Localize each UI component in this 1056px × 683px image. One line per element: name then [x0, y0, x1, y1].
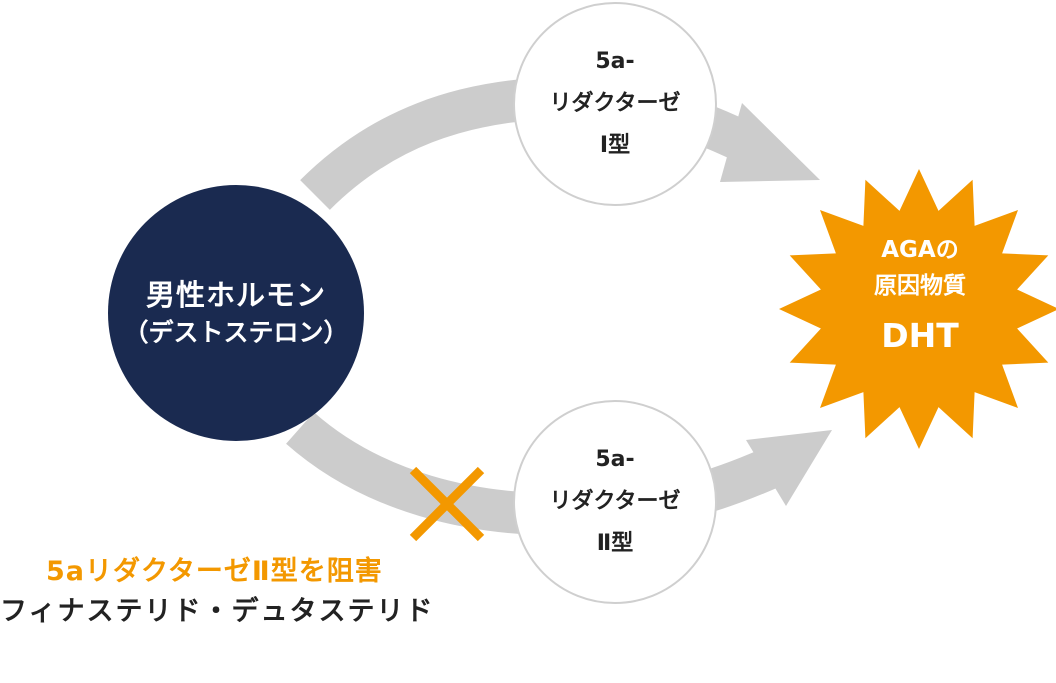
blocker-headline: 5aリダクターゼⅡ型を阻害	[46, 556, 383, 587]
enzyme-type2-name: リダクターゼ	[549, 489, 681, 514]
blocker-caption: 5aリダクターゼⅡ型を阻害 フィナステリド・デュタステリド	[0, 552, 520, 632]
male-hormone-label: 男性ホルモン	[145, 278, 326, 312]
enzyme-type1-prefix: 5a-	[595, 49, 635, 74]
enzyme-type2-type: Ⅱ型	[596, 531, 634, 556]
blocker-drugs: フィナステリド・デュタステリド	[0, 596, 435, 627]
dht-label-group: AGAの 原因物質 DHT	[800, 232, 1040, 364]
dht-burst-shape	[779, 169, 1056, 449]
testosterone-label: （デストステロン）	[123, 318, 349, 347]
enzyme-type2-prefix: 5a-	[595, 447, 635, 472]
enzyme-type1-circle: 5a- リダクターゼ Ⅰ型	[513, 2, 717, 206]
enzyme-type2-circle: 5a- リダクターゼ Ⅱ型	[513, 400, 717, 604]
male-hormone-circle: 男性ホルモン （デストステロン）	[108, 185, 364, 441]
aga-label: AGAの	[881, 237, 959, 263]
upper-arrow-head	[720, 103, 820, 182]
lower-arrow-head	[746, 430, 832, 506]
enzyme-type1-name: リダクターゼ	[549, 91, 681, 116]
enzyme-type1-type: Ⅰ型	[599, 133, 631, 158]
block-x-mark	[409, 466, 485, 542]
cause-label: 原因物質	[874, 273, 966, 299]
dht-label: DHT	[881, 316, 959, 355]
